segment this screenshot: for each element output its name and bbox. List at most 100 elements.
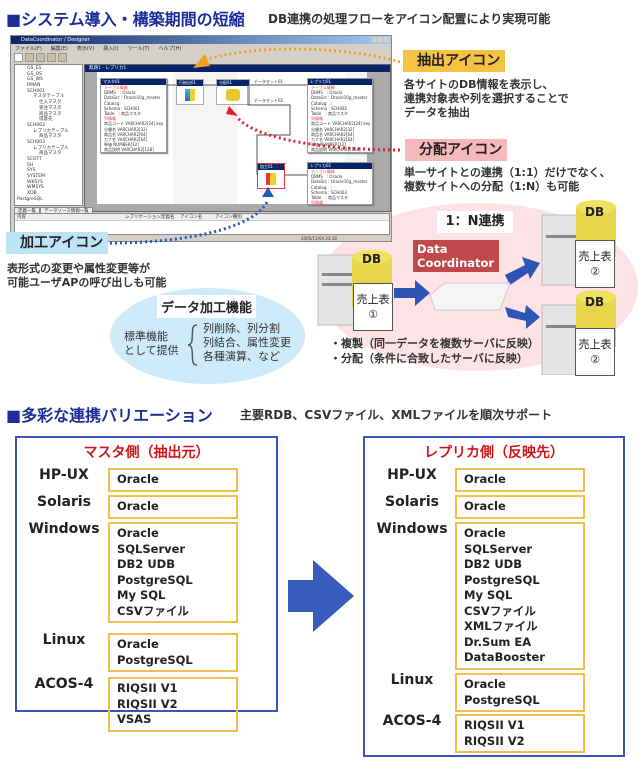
tree-item[interactable]: RMAN [27, 83, 41, 89]
tree-item[interactable]: SCOTT [27, 157, 42, 162]
dataset2-label: データセット02 [254, 98, 284, 103]
tree-item[interactable]: SH [27, 162, 34, 168]
db-item: CSVファイル [117, 603, 189, 618]
menu-edit[interactable]: 編集(E) [50, 46, 68, 52]
replica-side-title: レプリカ側（反映先） [424, 445, 564, 461]
db-item: RIQSII V2 [117, 696, 178, 711]
tree-item[interactable]: 仕入マスタ [39, 100, 62, 106]
db-item: CSVファイル [464, 603, 536, 618]
section2-title: ■多彩な連携バリエーション [6, 406, 213, 425]
tree-item[interactable]: WMSYS [27, 185, 44, 191]
tree-item[interactable]: GS_ES [27, 66, 42, 71]
tree-item[interactable]: レプリカテーブル [33, 128, 69, 134]
db-list: Oracle [455, 495, 585, 519]
distribute-callout-label: 分配アイコン [405, 139, 507, 161]
db-item: My SQL [464, 588, 513, 602]
callout-arrows [109, 47, 401, 245]
db-item: Oracle [117, 526, 159, 540]
tree-item[interactable]: 商品マスタ [39, 151, 62, 157]
extract-tool-icon[interactable] [25, 53, 34, 62]
db-list: Oracle [455, 468, 585, 492]
minimize-button[interactable] [372, 37, 377, 42]
menu-insert[interactable]: 挿入(I) [103, 46, 119, 52]
menu-view[interactable]: 表示(V) [76, 46, 95, 52]
tree-item[interactable]: SCH001 [27, 88, 45, 94]
db-item: DataBooster [464, 650, 545, 664]
data-processing-title: データ加工機能 [157, 295, 257, 318]
menu-help[interactable]: ヘルプ(H) [158, 46, 182, 52]
toolbar [14, 53, 67, 62]
menu-file[interactable]: ファイル(F) [15, 46, 42, 52]
db-item: PostgreSQL [464, 572, 540, 587]
process-node[interactable]: 加工01 [257, 163, 285, 189]
orange-arrowhead [193, 54, 210, 68]
col-definition[interactable]: レプリケーション定義名 [125, 215, 175, 220]
replica-tool-icon[interactable] [58, 53, 67, 62]
data-processing-right: 列削除、列分割列結合、属性変更各種演算、など [203, 322, 291, 363]
tree-item[interactable]: GS_WS [27, 77, 43, 83]
db-item: SQLServer [117, 541, 186, 556]
new-icon[interactable] [14, 53, 23, 62]
db-list: Oracle [108, 495, 238, 519]
tree-item[interactable]: SYSTEM [27, 174, 45, 180]
db-item: RIQSII V1 [464, 718, 525, 732]
tree-item[interactable]: 商品マスタ [39, 134, 62, 140]
tree-item[interactable]: WKSYS [27, 179, 43, 185]
os-label: Windows [28, 521, 100, 537]
tree-item[interactable]: SYS [27, 168, 36, 174]
tree-item[interactable]: マスタテーブル [33, 94, 65, 100]
tree-item[interactable]: XDB [27, 191, 37, 197]
blue-arrowhead [262, 187, 274, 197]
tree-item[interactable]: 商品マスタ [39, 111, 62, 117]
distribute-tool-icon[interactable] [36, 53, 45, 62]
status-time: 2005/11/04 23:18 [301, 236, 337, 241]
db-item: XMLファイル [464, 619, 538, 633]
extract-callout-text: 各サイトのDB情報を表示し、連携対象表や列を選択することでデータを抽出 [404, 78, 569, 119]
tree-item[interactable]: GS_OS [27, 71, 42, 77]
col-icon-name[interactable]: アイコン名 [180, 215, 203, 220]
db-item: DB2 UDB [117, 557, 175, 571]
tree-item[interactable]: レプリカテーブル [33, 145, 69, 151]
close-button[interactable] [384, 37, 389, 42]
dataset1-label: データセット01 [254, 79, 284, 84]
db-list: Oracle [108, 468, 238, 492]
tree-item[interactable]: 受注マスタ [39, 105, 62, 111]
maximize-button[interactable] [378, 37, 383, 42]
col-icon-type[interactable]: アイコン種別 [215, 215, 242, 220]
tree-item[interactable]: SCH002 [27, 122, 45, 128]
process-icon [266, 173, 276, 185]
os-label: Linux [42, 632, 86, 648]
tree-item[interactable]: SCH003 [27, 139, 45, 145]
arrow-to-target2 [505, 305, 540, 329]
extract-icon [185, 89, 195, 101]
menu-tools[interactable]: ツール(T) [127, 46, 150, 52]
db-item: Oracle [117, 472, 159, 486]
extract-node[interactable]: 行抽出01 [176, 79, 204, 105]
col-content[interactable]: 内容 [17, 215, 26, 220]
brace-icon [187, 324, 198, 366]
extract-callout-label: 抽出アイコン [403, 50, 505, 72]
db-item: PostgreSQL [117, 572, 193, 587]
tree-item[interactable]: PostgreSQL [17, 196, 43, 202]
menu-bar: ファイル(F) 編集(E) 表示(V) 挿入(I) ツール(T) ヘルプ(H) [15, 45, 181, 52]
tree-item[interactable]: 得意先 [39, 117, 53, 123]
section2-subtitle: 主要RDB、CSVファイル、XMLファイルを順次サポート [240, 408, 553, 422]
red-arrowhead [226, 106, 238, 116]
process-tool-icon[interactable] [47, 53, 56, 62]
db-item: Oracle [117, 499, 159, 513]
distribute-node[interactable]: 分配01 [216, 79, 250, 105]
message-panel: 内容 レプリケーション定義名 アイコン名 アイコン種別 [14, 213, 390, 235]
section1-title: ■システム導入・構築期間の短縮 [6, 10, 245, 29]
